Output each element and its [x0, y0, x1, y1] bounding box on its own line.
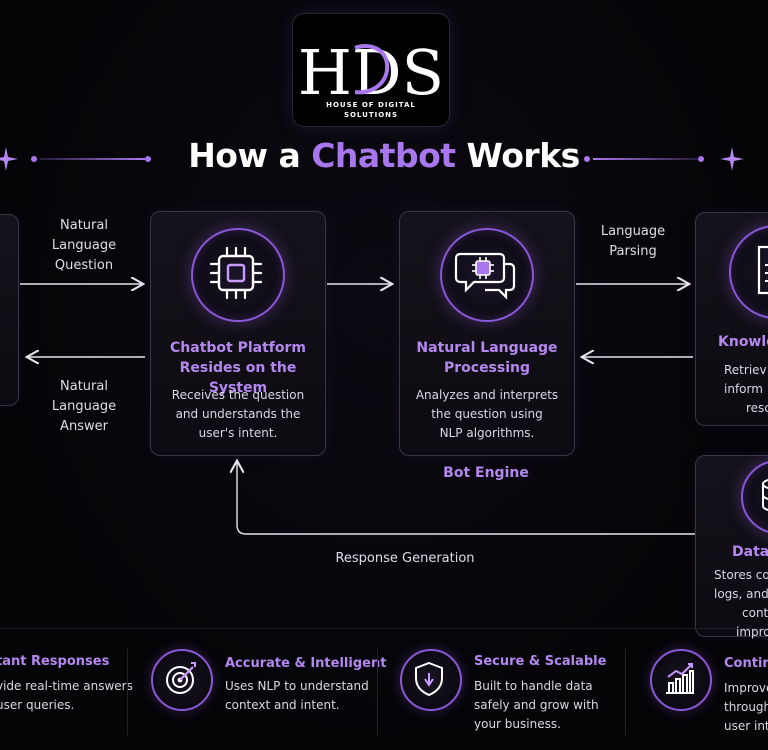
nlp-icon-circle [440, 228, 534, 322]
sparkle-right-icon [720, 147, 744, 171]
feature-title: tant Responses [0, 654, 110, 669]
feature-icon-circle [151, 649, 213, 711]
arrow-response [237, 462, 695, 535]
deco-dot [698, 156, 704, 162]
data-title: Data [732, 544, 768, 560]
platform-title: Chatbot Platform Resides on the System [170, 340, 306, 396]
feature-desc: Built to handle data safely and grow wit… [474, 679, 599, 731]
feature-strip: tant Responses vide real-time answers us… [0, 628, 768, 750]
answer-label: Natural Language Answer [51, 379, 117, 434]
logo: HDS HOUSE OF DIGITAL SOLUTIONS [292, 13, 450, 127]
logo-subtitle-line1: HOUSE OF DIGITAL [326, 101, 416, 109]
divider [377, 649, 378, 735]
feature-desc: vide real-time answers user queries. [0, 679, 133, 712]
logo-mark-icon: HDS [298, 36, 444, 100]
cpu-chip-icon [209, 246, 263, 300]
title-accent: Chatbot [311, 136, 456, 175]
document-icon [757, 245, 768, 295]
deco-line-left [40, 158, 145, 160]
chat-chip-icon [454, 252, 516, 300]
title-prefix: How a [188, 136, 312, 175]
data-icon-circle [741, 460, 768, 534]
nlp-card: Natural Language Processing Analyzes and… [399, 211, 575, 456]
nlp-desc: Analyzes and interprets the question usi… [415, 388, 559, 440]
feature-title: Accurate & Intelligent [225, 656, 387, 671]
feature-icon-circle [650, 649, 712, 711]
page-title: How a Chatbot Works [0, 136, 768, 175]
knowledge-title: Knowle [718, 334, 768, 350]
feature-title: Continu [724, 656, 768, 671]
feature-desc: Improve through user int [724, 681, 768, 733]
feature-desc: Uses NLP to understand context and inten… [225, 679, 369, 712]
deco-dot [31, 156, 37, 162]
target-icon [166, 662, 196, 694]
title-suffix: Works [455, 136, 581, 175]
database-icon [762, 479, 768, 511]
nlp-title: Natural Language Processing [416, 340, 558, 376]
divider [625, 649, 626, 735]
response-label: Response Generation [335, 551, 475, 566]
growth-chart-icon [666, 663, 694, 694]
divider [127, 649, 128, 735]
parsing-label: Language Parsing [600, 224, 666, 259]
deco-dot [584, 156, 590, 162]
bot-engine-label: Bot Engine [443, 465, 529, 481]
platform-icon-circle [191, 228, 285, 322]
shield-icon [415, 661, 443, 697]
sparkle-left-icon [0, 147, 18, 171]
knowledge-desc: Retriev inform resc [724, 363, 768, 415]
user-card-partial [0, 214, 19, 406]
knowledge-card-partial: Knowle Retriev inform resc [695, 212, 768, 426]
chatbot-platform-card: Chatbot Platform Resides on the System R… [150, 211, 326, 456]
deco-dot [145, 156, 151, 162]
logo-subtitle-line2: SOLUTIONS [343, 111, 399, 119]
question-label: Natural Language Question [51, 218, 117, 273]
feature-title: Secure & Scalable [474, 654, 607, 669]
platform-desc: Receives the question and understands th… [171, 388, 305, 440]
feature-icon-circle [400, 649, 462, 711]
